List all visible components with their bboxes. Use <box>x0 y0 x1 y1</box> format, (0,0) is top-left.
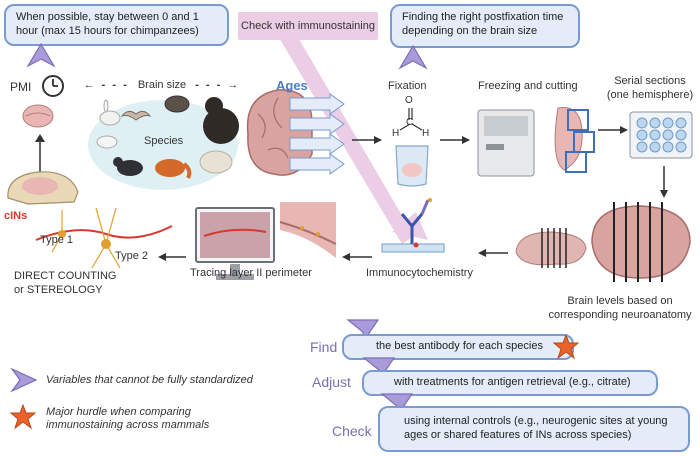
antibody-slide-icon <box>381 198 445 253</box>
serial-sections-text: Serial sections (one hemisphere) <box>606 75 694 101</box>
step-pill-check: using internal controls (e.g., neurogeni… <box>378 406 690 452</box>
neurons-icon <box>35 207 173 269</box>
bat-icon <box>120 110 152 121</box>
brain-up-arrow <box>35 134 45 172</box>
cat-icon <box>113 157 143 176</box>
fox-icon <box>155 159 192 179</box>
sheep-icon <box>199 150 233 174</box>
step-verb-find: Find <box>310 339 338 355</box>
step-pill-find: the best antibody for each species <box>342 334 574 360</box>
arrow-to-plate <box>598 126 628 134</box>
small-brain-icon <box>22 104 54 128</box>
rabbit-icon <box>99 99 121 126</box>
arrow-to-icc <box>478 249 508 257</box>
clock-icon <box>42 75 64 97</box>
immunostaining-note: Check with immunostaining <box>238 12 378 40</box>
step-text-find: the best antibody for each species <box>376 340 543 352</box>
cins-label: cINs <box>4 210 28 222</box>
brain-size-label: ← - - - Brain size - - - → <box>83 79 241 91</box>
mouse-icon <box>96 135 118 149</box>
legend-triangle-icon <box>10 367 38 393</box>
brain-levels-label: Brain levels based on corresponding neur… <box>540 294 700 322</box>
pmi-label: PMI <box>10 80 32 94</box>
direct-counting-label: DIRECT COUNTING or STEREOLOGY <box>14 269 124 297</box>
side-brain-icon <box>515 228 587 268</box>
freezing-cutting-label: Freezing and cutting <box>478 80 578 92</box>
chimpanzee-icon <box>203 97 239 144</box>
beaker-icon <box>395 145 429 187</box>
big-brain-sections-icon <box>591 202 691 282</box>
skull-icon <box>7 171 79 205</box>
type2-label: Type 2 <box>115 250 149 262</box>
step-verb-check: Check <box>332 423 372 439</box>
tracing-label: Tracing layer II perimeter <box>190 267 312 279</box>
formaldehyde-h2: H <box>422 128 430 139</box>
immunocytochemistry-label: Immunocytochemistry <box>366 267 473 279</box>
pmi-note-text: When possible, stay between 0 and 1 hour… <box>16 11 199 37</box>
immunostaining-note-text: Check with immunostaining <box>241 20 375 32</box>
ages-arrows <box>289 93 345 175</box>
fixation-triangle-icon <box>398 44 428 70</box>
species-label: Species <box>144 135 184 147</box>
formaldehyde-bonds <box>399 108 423 131</box>
legend-star-icon <box>9 403 37 430</box>
arrow-to-cryostat <box>440 136 470 144</box>
section-squares-icon <box>554 106 595 173</box>
arrow-to-fixation <box>352 136 382 144</box>
step-text-adjust: with treatments for antigen retrieval (e… <box>394 376 631 388</box>
cryostat-icon <box>477 109 535 177</box>
legend-hurdle-text: Major hurdle when comparing immunostaini… <box>46 406 210 431</box>
monkey-small-icon <box>164 95 190 113</box>
monitor-icon <box>195 207 275 280</box>
step-pill-adjust: with treatments for antigen retrieval (e… <box>362 370 658 396</box>
arrow-to-tracing <box>342 253 372 261</box>
arrow-to-cins <box>158 253 186 261</box>
type1-label: Type 1 <box>40 234 74 246</box>
find-star-icon <box>552 333 580 360</box>
legend-variables-text: Variables that cannot be fully standardi… <box>46 374 253 386</box>
formaldehyde-h1: H <box>392 128 400 139</box>
postfixation-note-text: Finding the right postfixation time depe… <box>402 11 564 37</box>
section-zoom-icon <box>279 202 337 258</box>
brain-size-text: Brain size <box>137 79 187 91</box>
brain-levels-text: Brain levels based on corresponding neur… <box>548 295 692 321</box>
formaldehyde-o: O <box>405 95 413 106</box>
pmi-triangle-icon <box>26 42 56 68</box>
step-text-check: using internal controls (e.g., neurogeni… <box>404 415 668 441</box>
step-verb-adjust: Adjust <box>312 374 351 390</box>
serial-sections-label: Serial sections (one hemisphere) <box>606 74 694 102</box>
ages-label: Ages <box>276 78 308 93</box>
arrow-down-right <box>660 166 668 198</box>
direct-counting-text: DIRECT COUNTING or STEREOLOGY <box>14 270 117 296</box>
formaldehyde-c: C <box>406 117 414 128</box>
pmi-note: When possible, stay between 0 and 1 hour… <box>4 4 229 46</box>
fixation-label: Fixation <box>388 80 427 92</box>
postfixation-note: Finding the right postfixation time depe… <box>390 4 580 48</box>
well-plate-icon <box>629 111 693 159</box>
